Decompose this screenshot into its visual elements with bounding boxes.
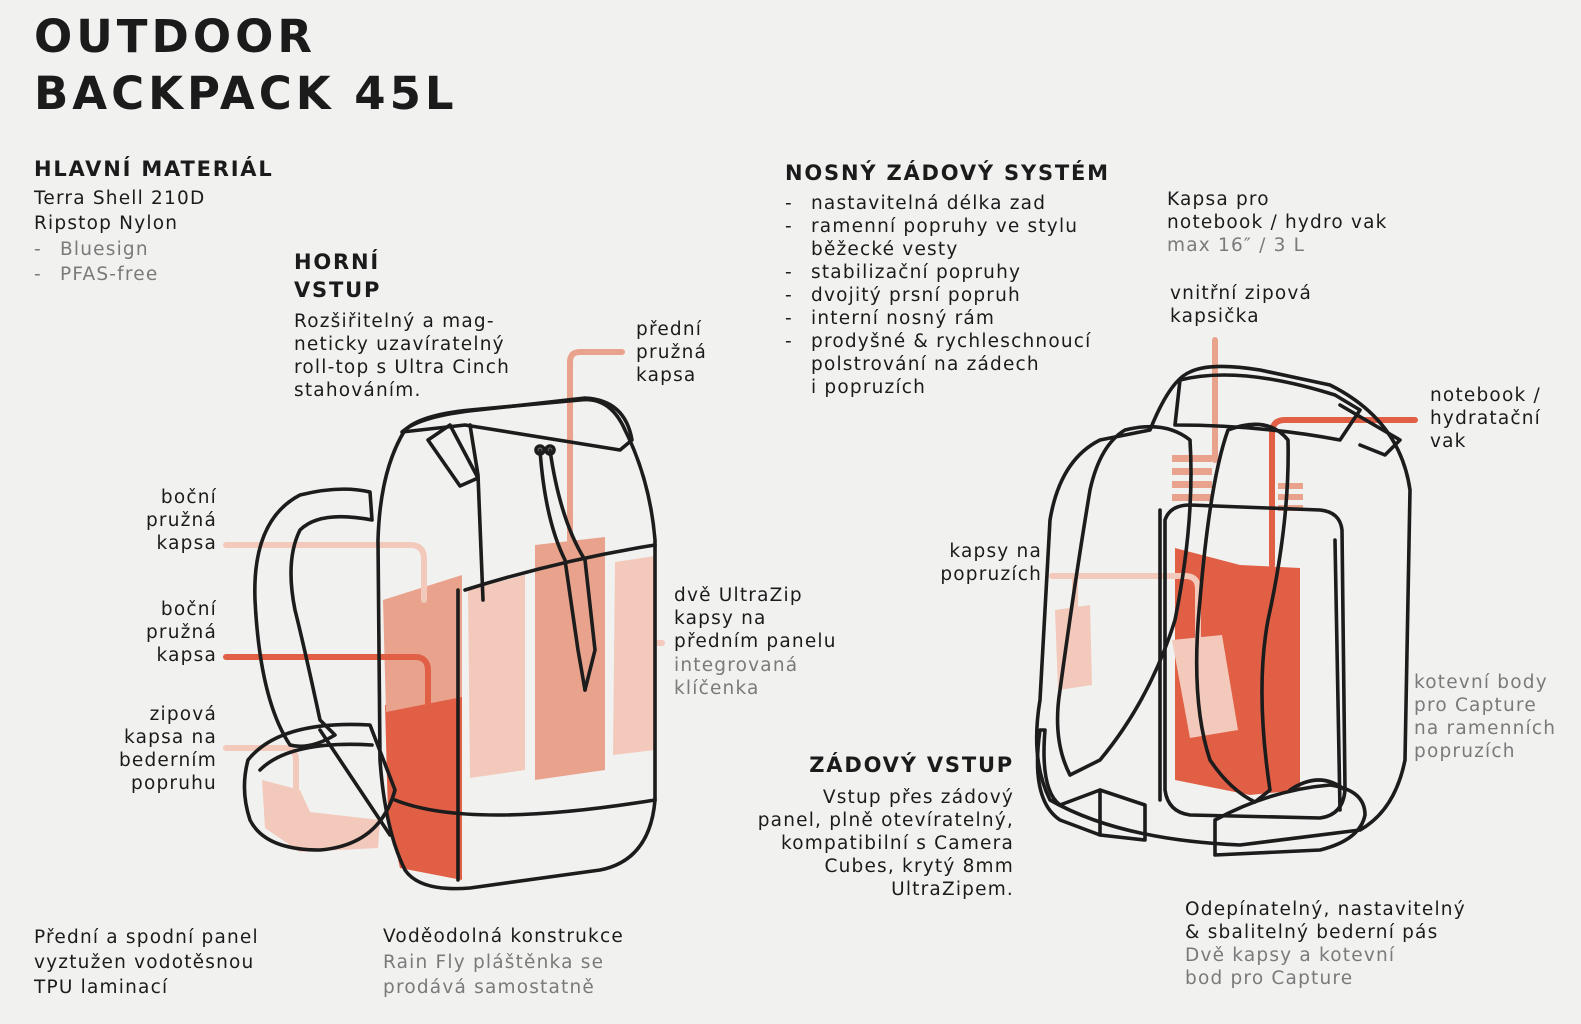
carry-system-item: prodyšné & rychleschnoucí polstrování na…	[785, 330, 1091, 399]
carry-system-item: ramenní popruhy ve stylu běžecké vesty	[785, 215, 1091, 261]
side-pocket-1-leader	[226, 545, 424, 600]
hip-pocket-label: zipová kapsa na bederním popruhu	[118, 704, 217, 794]
notebook-hydration-label: notebook / hydratační vak	[1430, 385, 1541, 452]
back-backpack-outline	[1037, 366, 1410, 855]
notebook-leader	[1272, 420, 1415, 565]
ultrazip-panel-2	[613, 556, 655, 755]
side-pocket-label-2: boční pružná kapsa	[145, 599, 217, 666]
material-line-1: Terra Shell 210D	[34, 188, 206, 209]
anchor-points-label: kotevní body pro Capture na ramenních po…	[1414, 672, 1557, 762]
carry-system-list: nastavitelná délka zad ramenní popruhy v…	[785, 192, 1091, 399]
inner-zip-label: vnitřní zipová kapsička	[1170, 283, 1313, 327]
side-pocket-label-1: boční pružná kapsa	[145, 487, 217, 554]
carry-system-item: stabilizační popruhy	[785, 261, 1091, 284]
top-entry-heading: HORNÍ VSTUP	[294, 248, 381, 304]
strap-pockets-leader	[1052, 576, 1198, 640]
carry-system-item: nastavitelná délka zad	[785, 192, 1091, 215]
ultrazip-label: dvě UltraZip kapsy na předním panelu	[674, 585, 837, 652]
strap-pockets-label: kapsy na popruzích	[940, 541, 1042, 585]
laptop-pocket-label: Kapsa pro notebook / hydro vak	[1167, 189, 1388, 233]
carry-system-heading: NOSNÝ ZÁDOVÝ SYSTÉM	[785, 161, 1110, 185]
front-pocket-label: přední pružná kapsa	[636, 319, 708, 386]
front-backpack-highlights	[262, 537, 655, 880]
back-entry-heading: ZÁDOVÝ VSTUP	[809, 753, 1014, 777]
top-entry-heading-1: HORNÍ	[294, 250, 380, 274]
front-backpack-outline	[244, 398, 655, 889]
material-item: Bluesign	[34, 237, 158, 262]
title-line-2: BACKPACK 45L	[34, 67, 458, 120]
top-entry-text: Rozšiřitelný a mag- neticky uzavíratelný…	[294, 311, 511, 401]
ultrazip-sub: integrovaná klíčenka	[674, 655, 799, 699]
carry-system-item: interní nosný rám	[785, 307, 1091, 330]
side-pocket-2-leader	[226, 657, 428, 705]
waterproof-sub: Rain Fly pláštěnka se prodává samostatně	[383, 952, 605, 998]
material-heading: HLAVNÍ MATERIÁL	[34, 157, 274, 181]
top-entry-heading-2: VSTUP	[294, 278, 382, 302]
waterproof-note: Voděodolná konstrukce	[383, 926, 624, 947]
title-line-1: OUTDOOR	[34, 10, 317, 63]
side-pocket-lower-highlight	[385, 695, 462, 880]
strap-pocket-right	[1172, 635, 1238, 738]
back-entry-text: Vstup přes zádový panel, plně otevíratel…	[757, 787, 1014, 900]
material-item: PFAS-free	[34, 262, 158, 287]
hip-pocket-highlight	[262, 780, 380, 852]
ultrazip-panel-1	[468, 575, 525, 778]
front-pocket-leader	[570, 352, 622, 540]
laptop-pocket-sub: max 16″ / 3 L	[1167, 235, 1306, 256]
material-list: Bluesign PFAS-free	[34, 237, 158, 287]
carry-system-item: dvojitý prsní popruh	[785, 284, 1091, 307]
material-line-2: Ripstop Nylon	[34, 213, 179, 234]
hipbelt-sub: Dvě kapsy a kotevní bod pro Capture	[1185, 945, 1396, 989]
front-panel-note: Přední a spodní panel vyztužen vodotěsno…	[34, 927, 259, 998]
hipbelt-note: Odepínatelný, nastavitelný & sbalitelný …	[1185, 899, 1466, 943]
side-pocket-upper-highlight	[383, 575, 462, 712]
